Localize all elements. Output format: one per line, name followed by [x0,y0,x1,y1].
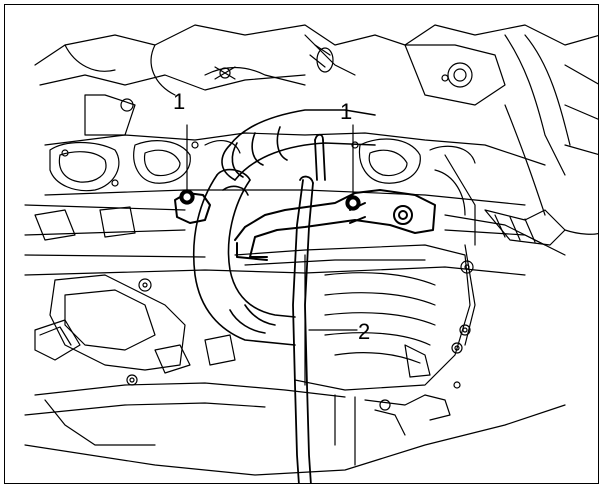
diagram-frame: 1 1 2 [4,4,599,484]
lower-left-components [24,274,566,476]
upper-engine-outline [34,24,598,176]
callout-2: 2 [358,319,371,344]
engine-illustration [24,24,598,483]
leader-lines [186,124,358,331]
dipstick-tube [292,133,326,483]
bolt-right [345,195,361,211]
bolt-left [179,189,195,205]
cylinder-head [44,132,546,206]
heat-shield [234,244,471,391]
callout-1-left: 1 [173,89,186,114]
sensor-harness [434,104,598,246]
callout-1-right: 1 [340,99,353,124]
coolant-hose [192,109,376,346]
